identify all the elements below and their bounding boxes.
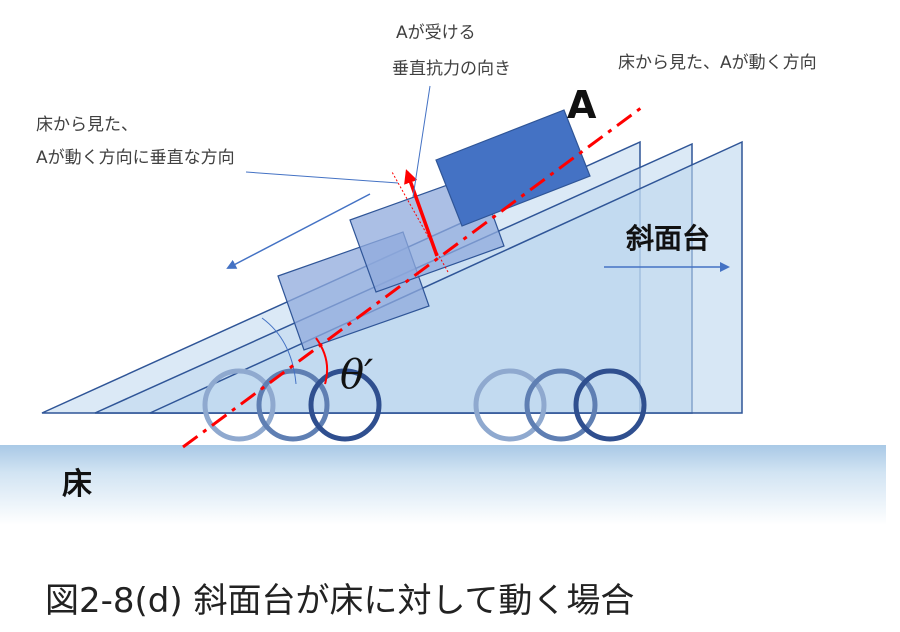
normal-force-arrow bbox=[404, 169, 439, 257]
normal-force-label-2: 垂直抗力の向き bbox=[392, 59, 511, 79]
angle-arc-incline bbox=[261, 317, 297, 385]
figure-caption: 図2-8(d) 斜面台が床に対して動く場合 bbox=[45, 581, 634, 621]
wheel bbox=[473, 368, 547, 442]
wheel bbox=[573, 368, 647, 442]
wheels bbox=[202, 368, 647, 442]
leader-normal-force bbox=[412, 85, 431, 198]
block-a bbox=[435, 109, 591, 227]
motion-direction-line bbox=[182, 103, 646, 449]
angle-theta-label: θ′ bbox=[340, 352, 373, 398]
perpendicular-label-1: 床から見た、 bbox=[36, 115, 138, 135]
wheel bbox=[308, 368, 382, 442]
normal-force-label-1: Aが受ける bbox=[396, 23, 476, 43]
slide-direction-arrow bbox=[226, 193, 371, 269]
floor-label: 床 bbox=[62, 467, 92, 502]
wheel bbox=[256, 368, 330, 442]
incline-label: 斜面台 bbox=[626, 222, 710, 255]
perpendicular-label-2: Aが動く方向に垂直な方向 bbox=[36, 148, 235, 168]
perpendicular-dotted-line bbox=[391, 171, 449, 273]
leader-perpendicular bbox=[245, 171, 399, 184]
angle-arc-theta bbox=[315, 337, 329, 385]
incline-table bbox=[149, 140, 743, 414]
motion-direction-label: 床から見た、Aが動く方向 bbox=[618, 53, 817, 73]
wheel bbox=[202, 368, 276, 442]
floor-band bbox=[0, 445, 886, 525]
wheel bbox=[524, 368, 598, 442]
block-label: A bbox=[567, 83, 597, 127]
